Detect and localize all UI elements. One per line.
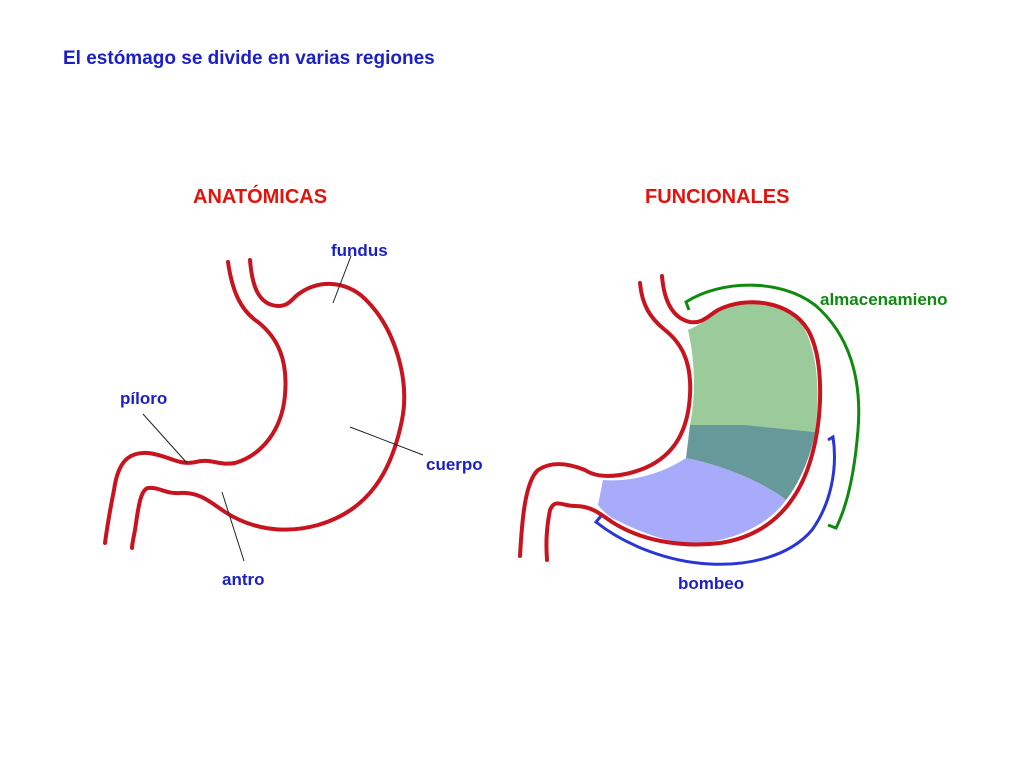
antro-leader-line: [221, 491, 245, 562]
fundus-label: fundus: [331, 241, 388, 260]
storage-bracket: [684, 283, 861, 530]
anatomical-leader-lines: [142, 255, 424, 562]
pumping-label: bombeo: [678, 574, 745, 593]
anatomical-lesser-curvature: [103, 260, 288, 545]
overlap-region-fill: [686, 425, 815, 500]
storage-region-fill: [688, 301, 818, 432]
fundus-leader-line: [332, 255, 352, 304]
storage-label: almacenamieno: [820, 290, 948, 309]
functional-heading: FUNCIONALES: [645, 186, 790, 208]
functional-regions: [598, 301, 818, 544]
pumping-region-fill: [598, 458, 786, 544]
functional-stomach-outline: [518, 274, 823, 562]
functional-lesser-curvature: [518, 281, 693, 558]
anatomical-heading: ANATÓMICAS: [193, 186, 328, 208]
piloro-leader-line: [142, 413, 188, 464]
anatomical-greater-curvature: [130, 258, 407, 550]
page-title: El estómago se divide en varias regiones: [63, 48, 435, 69]
functional-greater-curvature: [544, 274, 823, 562]
cuerpo-label: cuerpo: [426, 455, 483, 474]
antro-label: antro: [222, 570, 265, 589]
anatomical-stomach: [103, 258, 407, 550]
piloro-label: píloro: [120, 389, 168, 408]
pumping-bracket: [593, 434, 836, 566]
cuerpo-leader-line: [349, 426, 424, 456]
